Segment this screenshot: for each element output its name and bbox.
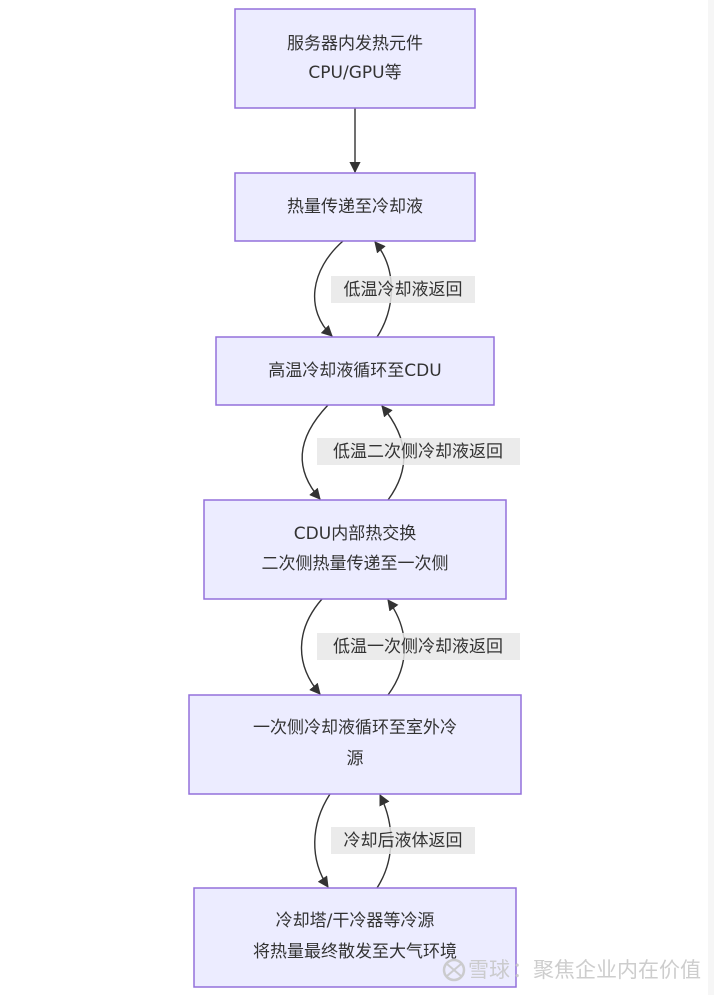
node-text: 源 xyxy=(347,749,364,769)
node-text: 服务器内发热元件 xyxy=(287,34,423,54)
svg-text:低温一次侧冷却液返回: 低温一次侧冷却液返回 xyxy=(333,637,503,657)
node-text: 高温冷却液循环至CDU xyxy=(268,361,441,381)
node-cdu-exchange: CDU内部热交换 二次侧热量传递至一次侧 xyxy=(203,499,507,600)
watermark-text: ：聚焦企业内在价值 xyxy=(512,958,701,982)
snowball-logo-icon xyxy=(442,958,466,982)
node-text: 二次侧热量传递至一次侧 xyxy=(262,554,449,574)
watermark: 雪球 ：聚焦企业内在价值 xyxy=(442,958,701,982)
node-text: 热量传递至冷却液 xyxy=(287,197,423,217)
edge-n3-n4 xyxy=(301,404,329,500)
edge-label-2: 低温二次侧冷却液返回 xyxy=(317,438,520,465)
edge-n4-n5 xyxy=(300,598,323,695)
svg-text:低温冷却液返回: 低温冷却液返回 xyxy=(344,280,463,300)
node-to-cdu: 高温冷却液循环至CDU xyxy=(215,336,495,406)
edge-label-3: 低温一次侧冷却液返回 xyxy=(317,633,520,660)
node-text: CPU/GPU等 xyxy=(308,63,401,83)
edge-label-4: 冷却后液体返回 xyxy=(331,827,475,854)
svg-text:冷却后液体返回: 冷却后液体返回 xyxy=(344,831,463,851)
edge-n5-n6 xyxy=(314,793,331,888)
node-text: 冷却塔/干冷器等冷源 xyxy=(276,911,435,931)
node-text: CDU内部热交换 xyxy=(294,524,416,544)
node-cooling-tower: 冷却塔/干冷器等冷源 将热量最终散发至大气环境 xyxy=(193,887,517,988)
edge-n2-n3 xyxy=(313,240,344,337)
node-heat-source: 服务器内发热元件 CPU/GPU等 xyxy=(234,8,476,109)
edge-label-1: 低温冷却液返回 xyxy=(331,276,475,303)
svg-text:低温二次侧冷却液返回: 低温二次侧冷却液返回 xyxy=(333,442,503,462)
node-primary-loop: 一次侧冷却液循环至室外冷 源 xyxy=(188,694,522,795)
right-edge-strip xyxy=(708,0,714,995)
watermark-brand: 雪球 xyxy=(468,958,510,982)
node-text: 将热量最终散发至大气环境 xyxy=(253,942,457,962)
node-heat-to-coolant: 热量传递至冷却液 xyxy=(234,172,476,242)
node-text: 一次侧冷却液循环至室外冷 xyxy=(253,718,457,738)
